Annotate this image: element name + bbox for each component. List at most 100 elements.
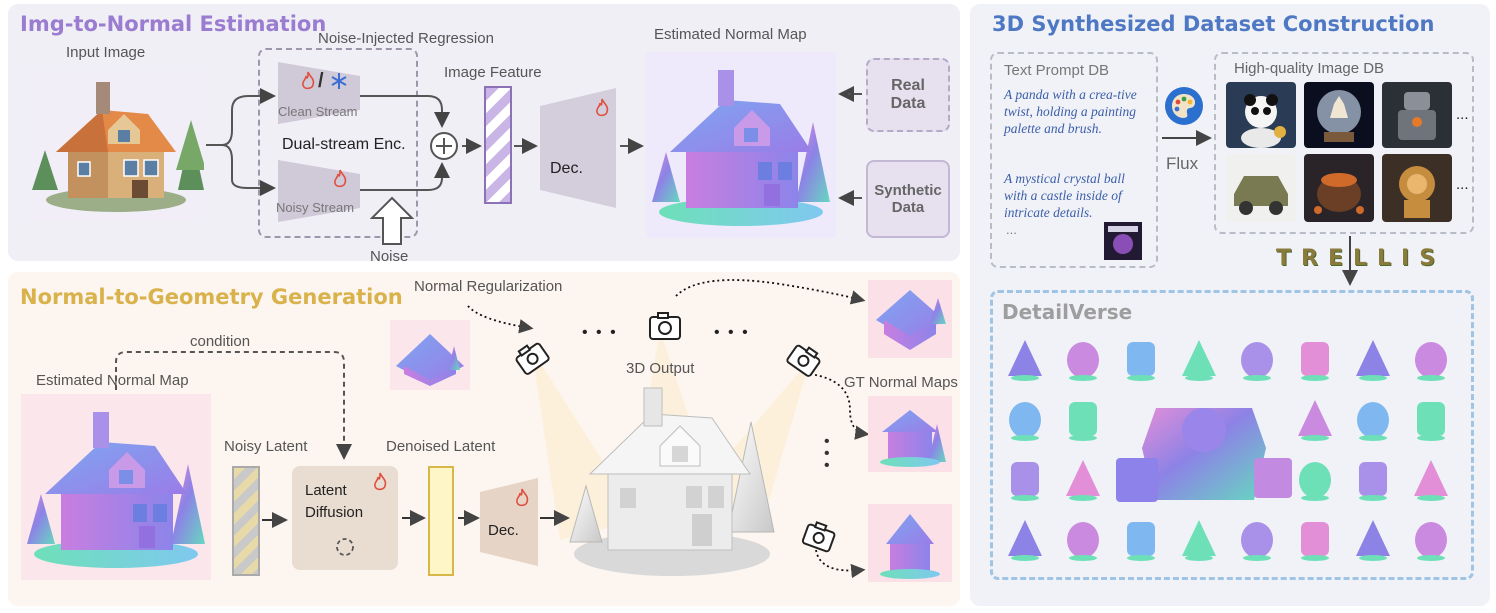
hq-image-db-label: High-quality Image DB xyxy=(1234,60,1385,77)
dual-stream-label: Dual-stream Enc. xyxy=(282,136,406,153)
trellis-arrow xyxy=(1342,236,1358,286)
noisy-latent-bar xyxy=(232,466,260,576)
regularization-normal-thumb xyxy=(390,320,470,390)
detailverse-object xyxy=(1067,522,1099,561)
bottom-flow-arrows xyxy=(115,279,870,579)
detailverse-object xyxy=(1008,340,1042,381)
detailverse-object xyxy=(1301,522,1329,561)
img-to-normal-title: Img-to-Normal Estimation xyxy=(20,12,327,36)
camera-icon xyxy=(515,342,550,375)
plus-circle-icon xyxy=(430,132,458,160)
input-image xyxy=(28,70,204,220)
image-feature-bar xyxy=(484,86,512,204)
3d-output-mesh xyxy=(569,387,775,576)
detailverse-object xyxy=(1182,520,1216,561)
camera-icon xyxy=(801,521,836,553)
detailverse-object xyxy=(1069,402,1097,441)
input-image-label: Input Image xyxy=(66,44,146,61)
flux-arrow xyxy=(1162,130,1212,146)
panda-image xyxy=(1226,82,1296,148)
robot-image xyxy=(1382,82,1452,148)
detailverse-object xyxy=(1066,460,1100,501)
gt-normal-label: GT Normal Maps xyxy=(844,374,958,391)
detailverse-object xyxy=(1127,342,1155,381)
fire-icon xyxy=(596,98,609,117)
noisy-latent-label: Noisy Latent xyxy=(224,438,308,455)
detailverse-object xyxy=(1356,340,1390,381)
detailverse-object xyxy=(1241,522,1273,561)
detailverse-object xyxy=(1298,400,1332,441)
detailverse-title: DetailVerse xyxy=(1002,300,1133,324)
prompt-more: ... xyxy=(1006,222,1017,237)
detailverse-object xyxy=(1359,462,1387,501)
detailverse-gallery xyxy=(996,332,1470,576)
noise-label: Noise xyxy=(370,248,409,265)
decoder-block-2 xyxy=(480,478,538,566)
row-more-2: ... xyxy=(1456,176,1469,193)
image-feature-label: Image Feature xyxy=(444,64,542,81)
prompt-1: A panda with a crea-tive twist, holding … xyxy=(1004,87,1137,136)
gt-normal-map xyxy=(868,396,952,472)
detailverse-object xyxy=(1067,342,1099,381)
prompt-thumb-image xyxy=(1104,222,1142,260)
output-label: 3D Output xyxy=(626,360,695,377)
detailverse-object xyxy=(1414,460,1448,501)
refresh-icon xyxy=(336,538,354,556)
detailverse-object xyxy=(1011,462,1039,501)
lion-image xyxy=(1382,154,1452,222)
noisy-stream-label: Noisy Stream xyxy=(276,200,355,215)
detailverse-object xyxy=(1009,402,1041,441)
regression-box xyxy=(258,48,418,238)
decoder-label-2: Dec. xyxy=(488,522,519,539)
latent-label: Latent Diffusion xyxy=(305,482,364,521)
hq-image-box xyxy=(1214,52,1474,234)
slash-divider: / xyxy=(318,70,324,92)
detailverse-hero-mesh xyxy=(1116,408,1292,502)
detailverse-object xyxy=(1417,402,1445,441)
latent-diffusion-box xyxy=(292,466,398,570)
synthetic-data-box: Synthetic Data xyxy=(866,160,950,238)
ellipsis-left: • • • xyxy=(582,324,618,341)
prompt-2: A mystical crystal ball with a castle in… xyxy=(1004,171,1125,220)
flux-label: Flux xyxy=(1166,154,1199,173)
synthetic-data-label: Synthetic Data xyxy=(874,182,942,216)
crystal-ball-image xyxy=(1304,82,1374,148)
noise-arrow xyxy=(370,196,414,245)
snowflake-icon xyxy=(331,73,347,89)
detailverse-object xyxy=(1415,342,1447,381)
decoder-block xyxy=(540,88,616,208)
detailverse-object xyxy=(1357,402,1389,441)
fire-icon xyxy=(374,472,387,491)
fire-icon xyxy=(302,71,315,90)
palette-icon xyxy=(1165,87,1203,125)
regression-label: Noise-Injected Regression xyxy=(318,30,494,47)
detailverse-object xyxy=(1127,522,1155,561)
gt-normal-map xyxy=(868,280,952,358)
detailverse-object xyxy=(1241,342,1273,381)
camera-icon xyxy=(649,312,681,340)
detailverse-object xyxy=(1356,520,1390,561)
detailverse-object xyxy=(1008,520,1042,561)
text-prompt-db-label: Text Prompt DB xyxy=(1004,62,1110,79)
real-data-label: Real Data xyxy=(890,77,926,112)
row-more-1: ... xyxy=(1456,106,1469,123)
denoised-latent-label: Denoised Latent xyxy=(386,438,496,455)
estimated-normal-label-2: Estimated Normal Map xyxy=(36,372,189,389)
camera-icon xyxy=(786,344,821,377)
detailverse-object xyxy=(1415,522,1447,561)
detailverse-object xyxy=(1301,342,1329,381)
text-prompt-box xyxy=(990,52,1158,268)
estimated-normal-map xyxy=(646,52,836,238)
detailverse-object xyxy=(1299,462,1331,501)
trellis-logo: TRELLIS xyxy=(1276,246,1446,271)
detailverse-box xyxy=(990,290,1474,580)
real-data-box: Real Data xyxy=(866,58,950,132)
detailverse-object xyxy=(1182,340,1216,381)
decoder-label: Dec. xyxy=(550,160,583,177)
condition-label: condition xyxy=(190,333,251,350)
ellipsis-vertical: ••• xyxy=(824,433,830,474)
fire-icon xyxy=(516,488,529,507)
dataset-title: 3D Synthesized Dataset Construction xyxy=(992,12,1435,36)
normal-to-geometry-title: Normal-to-Geometry Generation xyxy=(20,285,403,309)
estimated-normal-label: Estimated Normal Map xyxy=(654,26,807,43)
